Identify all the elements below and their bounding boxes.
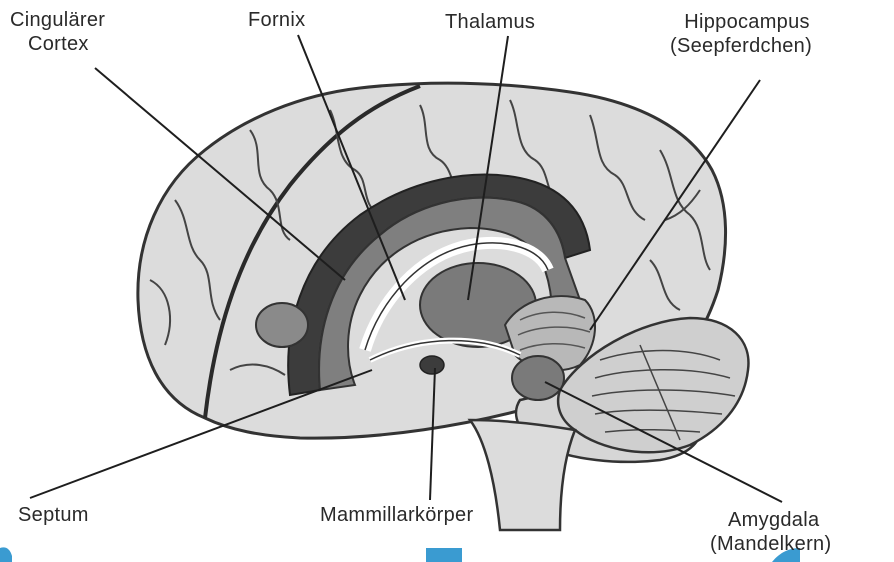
amygdala-region [512,356,564,400]
label-hippocampus-line1: Hippocampus [682,10,812,34]
label-septum-text: Septum [18,503,89,527]
label-cingulate-cortex: Cingulärer Cortex [10,8,105,56]
label-hippocampus: Hippocampus (Seepferdchen) [682,10,812,58]
label-cingulate-line2: Cortex [28,32,105,56]
label-hippocampus-line2: (Seepferdchen) [670,34,812,58]
label-mammillary-body: Mammillarkörper [320,503,473,527]
bottom-accent-left [0,547,12,562]
label-amygdala-line2: (Mandelkern) [710,532,831,556]
label-amygdala-line1: Amygdala [716,508,831,532]
mammillary-body [420,356,444,374]
brainstem [470,420,575,530]
septum-region [256,303,308,347]
label-mammillary-text: Mammillarkörper [320,503,473,527]
label-thalamus: Thalamus [445,10,535,34]
label-amygdala: Amygdala (Mandelkern) [716,508,831,556]
label-thalamus-text: Thalamus [445,10,535,34]
label-septum: Septum [18,503,89,527]
label-fornix: Fornix [248,8,305,32]
label-fornix-text: Fornix [248,8,305,32]
bottom-accent-center [426,548,462,562]
label-cingulate-line1: Cingulärer [10,8,105,32]
